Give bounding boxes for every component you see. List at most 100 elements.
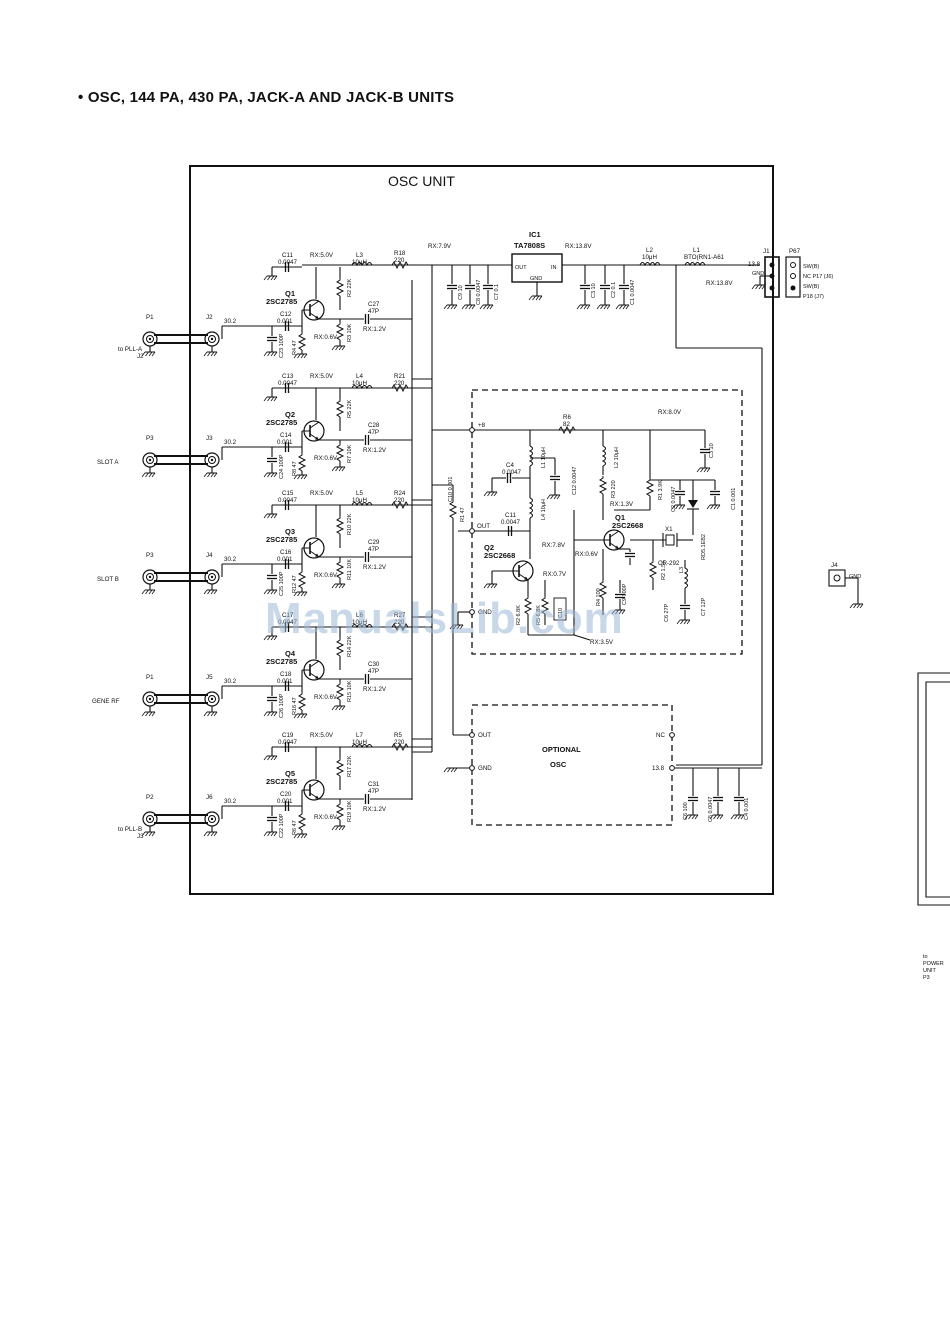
- stage-3-jack: J4: [206, 552, 213, 559]
- p67-ref: P67: [789, 248, 801, 255]
- stage-3-re: R11 10K: [347, 559, 353, 580]
- osc-q1: Q1: [615, 513, 625, 522]
- stage-1-left-label-2: J2: [137, 353, 144, 360]
- stage-5-ctop: C19: [282, 732, 294, 739]
- osc-r2: R2 1.5K: [661, 560, 667, 580]
- stage-2-level: 30.2: [224, 439, 237, 446]
- stage-3-cin-value: 0.001: [277, 556, 293, 563]
- optional-osc-block: OPTIONAL OSC OUT GND NC 13.8 C6 100 C5 0…: [443, 704, 762, 826]
- osc-rx35: RX:3.5V: [590, 639, 614, 646]
- optional-title-2: OSC: [550, 760, 567, 769]
- osc-l2: L2 10μH: [614, 447, 620, 468]
- osc-c4v: 0.0047: [502, 469, 521, 476]
- optional-c6: C6 100: [683, 802, 689, 820]
- stage-2-jack: J3: [206, 435, 213, 442]
- stage-3-r-value: 220: [394, 497, 405, 504]
- stage-4-rxe: RX:1.2V: [363, 686, 387, 693]
- ic1-gnd: GND: [530, 276, 542, 282]
- stage-3-rxe: RX:1.2V: [363, 564, 387, 571]
- power-line-1: to: [923, 954, 928, 960]
- osc-c12: C12 0.0047: [572, 467, 578, 495]
- osc-c7: C7 12P: [701, 597, 707, 616]
- osc-c6: C6 27P: [664, 603, 670, 622]
- osc-rx78: RX:7.8V: [542, 542, 566, 549]
- stage-3-level: 30.2: [224, 556, 237, 563]
- optional-c4: C4 0.001: [744, 798, 750, 820]
- stage-5-l-ref: L7: [356, 732, 363, 739]
- stage-3-r-ref: R24: [394, 490, 406, 497]
- osc-c3: C3 10: [709, 443, 715, 458]
- stage-1-cin-value: 0.001: [277, 318, 293, 325]
- stage-4-cin: C18: [280, 671, 292, 678]
- osc-rx13: RX:1.3V: [610, 501, 634, 508]
- stage-4-cout-value: 47P: [368, 668, 379, 675]
- power-line-2: POWER: [923, 961, 944, 967]
- stage-1-ctop-value: 0.0047: [278, 259, 297, 266]
- signal-bus: [411, 280, 432, 800]
- supply-l2: L2: [646, 247, 653, 254]
- stage-1-rxe: RX:1.2V: [363, 326, 387, 333]
- stage-1-jack: J2: [206, 314, 213, 321]
- stage-2-cout: C28: [368, 422, 380, 429]
- stage-4-re: R15 10K: [347, 680, 353, 702]
- stage-2-cin-value: 0.001: [277, 439, 293, 446]
- stage-1-re: R3 10K: [347, 323, 353, 342]
- osc-gnd: GND: [478, 609, 492, 616]
- supply-c9: C9 10: [458, 285, 464, 300]
- stage-4-pin: P1: [146, 674, 154, 681]
- stage-3-ctop: C15: [282, 490, 294, 497]
- r18-top-label: R18: [394, 250, 406, 257]
- stage-4-q: Q4: [285, 649, 296, 658]
- stage-2-rxe: RX:1.2V: [363, 447, 387, 454]
- stage-1-rb: R2 22K: [347, 278, 353, 297]
- stage-4-cout: C30: [368, 661, 380, 668]
- stage-5-l-value: 10μH: [352, 739, 367, 746]
- osc-r6v: 82: [563, 421, 570, 428]
- stage-4-rb: R14 22K: [347, 635, 353, 657]
- osc-r5: R5 6.8K: [536, 605, 542, 625]
- stage-4-level: 30.2: [224, 678, 237, 685]
- stage-2-rxb: RX:0.6V: [314, 455, 338, 462]
- j4-ref: J4: [831, 562, 838, 569]
- p67-line-3: SW(B): [803, 284, 819, 290]
- stage-5-rx5: RX:5.0V: [310, 732, 334, 739]
- stage-2-rx5: RX:5.0V: [310, 373, 334, 380]
- osc-c10b: C10 0.001: [448, 477, 454, 502]
- stage-2-cout-value: 47P: [368, 429, 379, 436]
- stage-2-q: Q2: [285, 410, 295, 419]
- stage-1-level: 30.2: [224, 318, 237, 325]
- stage-1-rxb: RX:0.6V: [314, 334, 338, 341]
- stage-3-rbe: R12 47: [292, 575, 298, 593]
- osc-c1: C1 0.001: [731, 488, 737, 510]
- osc-r6: R6: [563, 414, 571, 421]
- stage-2-cin: C14: [280, 432, 292, 439]
- ic1-rx-in: RX:13.8V: [565, 243, 592, 250]
- stage-2-r-ref: R21: [394, 373, 406, 380]
- supply-l1: L1: [693, 247, 700, 254]
- stage-3-q: Q3: [285, 527, 295, 536]
- osc-q1-part: 2SC2668: [612, 521, 643, 530]
- stage-3-cout-value: 47P: [368, 546, 379, 553]
- osc-c10: C10: [558, 608, 564, 618]
- stage-5-q: Q5: [285, 769, 295, 778]
- stage-1-rx5: RX:5.0V: [310, 252, 334, 259]
- ic1-out: OUT: [515, 265, 527, 271]
- stage-4-ctop-value: 0.0047: [278, 619, 297, 626]
- ic1-ref: IC1: [529, 230, 541, 239]
- osc-r1b: R1 47: [460, 507, 466, 522]
- osc-unit-frame: [189, 165, 774, 895]
- stage-3-ctop-value: 0.0047: [278, 497, 297, 504]
- osc-q2: Q2: [484, 543, 494, 552]
- stage-2-part: 2SC2785: [266, 418, 297, 427]
- stage-4-left-label: GENE RF: [92, 698, 120, 705]
- stage-1-cb: C23 100P: [279, 333, 285, 358]
- stage-3-pin: P3: [146, 552, 154, 559]
- j4-ground-jack: J4 GND: [828, 562, 864, 609]
- stage-3-left-label: SLOT B: [97, 576, 119, 583]
- p67-line-2: NC P17 (J6): [803, 274, 833, 280]
- stage-5-pin: P2: [146, 794, 154, 801]
- j1-connector: J1 13.8 GND P67 SW(B) NC P17 (J6) SW(B) …: [748, 248, 833, 300]
